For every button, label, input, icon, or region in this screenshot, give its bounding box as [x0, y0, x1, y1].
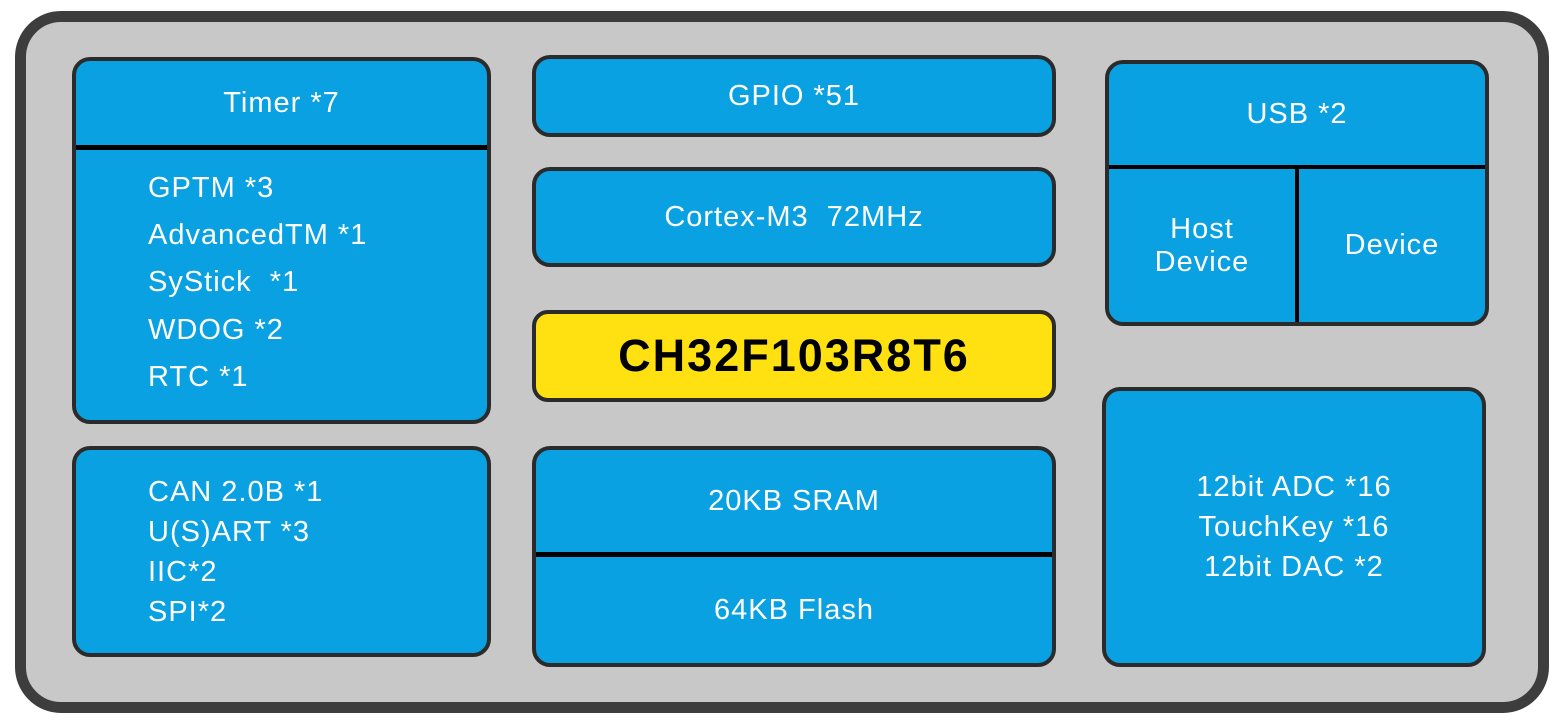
- usb-host-device-label: Host Device: [1154, 212, 1250, 278]
- timer-title: Timer *7: [223, 86, 340, 119]
- analog-item-dac: 12bit DAC *2: [1204, 551, 1384, 583]
- part-number-label: CH32F103R8T6: [618, 330, 970, 381]
- connectivity-block: CAN 2.0B *1 U(S)ART *3 IIC*2 SPI*2: [72, 446, 491, 657]
- timer-item-advancedtm: AdvancedTM *1: [148, 219, 368, 252]
- timer-block-body: GPTM *3 AdvancedTM *1 SyStick *1 WDOG *2…: [76, 150, 487, 420]
- usb-device-cell: Device: [1299, 169, 1485, 322]
- usb-block-cells: Host Device Device: [1109, 169, 1485, 322]
- usb-device-label: Device: [1344, 229, 1440, 261]
- flash-cell: 64KB Flash: [536, 557, 1052, 663]
- timer-block: Timer *7 GPTM *3 AdvancedTM *1 SyStick *…: [72, 57, 491, 424]
- part-number-block: CH32F103R8T6: [532, 310, 1056, 402]
- gpio-block: GPIO *51: [532, 55, 1056, 137]
- cpu-core-block: Cortex-M3 72MHz: [532, 167, 1056, 267]
- usb-block-header: USB *2: [1109, 64, 1485, 169]
- gpio-label: GPIO *51: [727, 79, 861, 112]
- flash-label: 64KB Flash: [714, 593, 874, 626]
- sram-cell: 20KB SRAM: [536, 450, 1052, 557]
- memory-block: 20KB SRAM 64KB Flash: [532, 446, 1056, 667]
- sram-label: 20KB SRAM: [708, 484, 880, 517]
- connectivity-item-spi: SPI*2: [148, 595, 228, 628]
- timer-item-wdog: WDOG *2: [148, 313, 284, 346]
- connectivity-item-can: CAN 2.0B *1: [148, 475, 324, 508]
- usb-block: USB *2 Host Device Device: [1105, 60, 1489, 326]
- analog-item-adc: 12bit ADC *16: [1196, 471, 1392, 503]
- connectivity-item-usart: U(S)ART *3: [148, 515, 311, 548]
- timer-block-header: Timer *7: [76, 61, 487, 150]
- analog-item-touchkey: TouchKey *16: [1198, 511, 1390, 543]
- timer-item-rtc: RTC *1: [148, 360, 249, 393]
- cpu-core-label: Cortex-M3 72MHz: [664, 200, 924, 233]
- analog-block: 12bit ADC *16 TouchKey *16 12bit DAC *2: [1102, 387, 1486, 667]
- usb-title: USB *2: [1246, 98, 1348, 130]
- timer-item-gptm: GPTM *3: [148, 172, 275, 205]
- usb-host-device-cell: Host Device: [1109, 169, 1299, 322]
- connectivity-item-iic: IIC*2: [148, 555, 218, 588]
- timer-item-systick: SyStick *1: [148, 266, 300, 299]
